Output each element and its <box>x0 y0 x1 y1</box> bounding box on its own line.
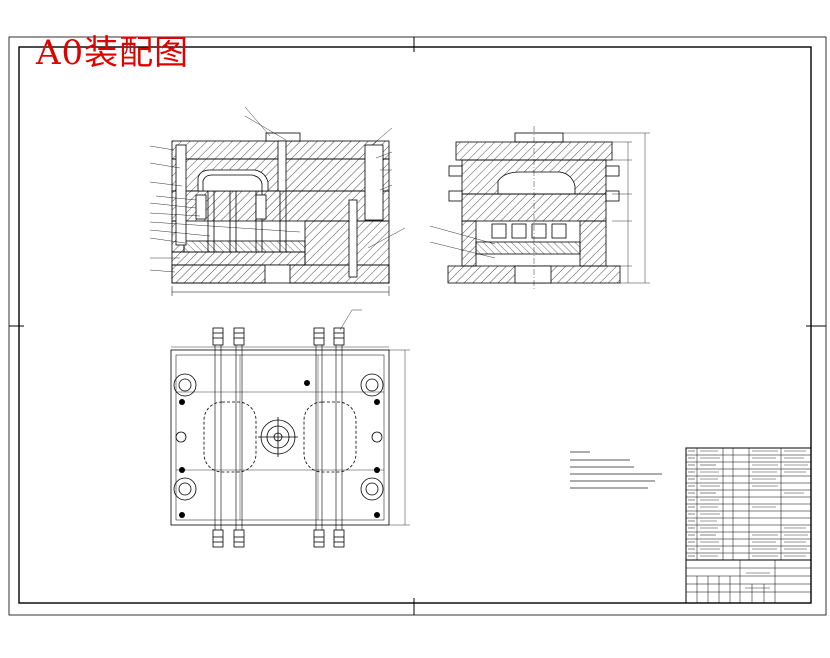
guide-bushings <box>173 373 384 501</box>
side-section-view <box>429 126 650 290</box>
drawing-title: A0装配图 <box>36 33 190 73</box>
front-section-view <box>149 106 406 296</box>
plan-view <box>170 309 410 548</box>
inner-frame <box>18 46 812 604</box>
technical-notes <box>570 451 662 489</box>
water-fittings <box>212 327 345 548</box>
parts-list-table <box>685 447 812 604</box>
centering-marks <box>9 37 826 615</box>
table-cell-marks <box>688 450 808 589</box>
cooling-channels <box>214 345 343 530</box>
